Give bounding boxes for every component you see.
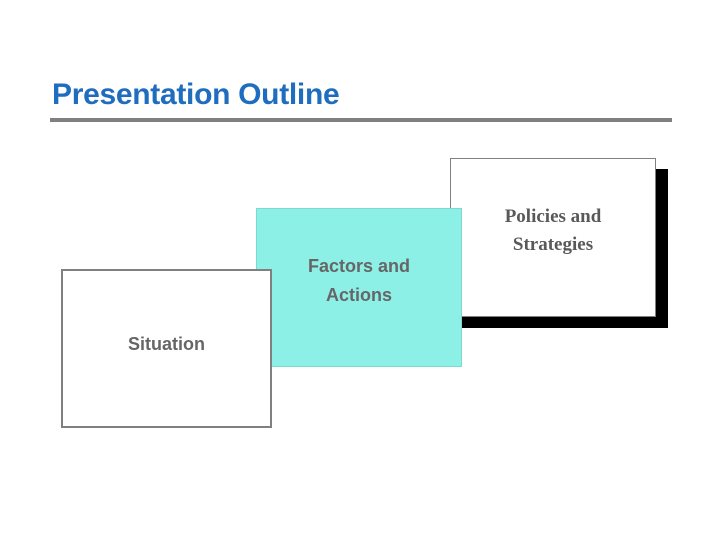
diagram-box-situation[interactable]: Situation (61, 269, 272, 428)
diagram-box-label: Factors and Actions (307, 255, 411, 305)
diagram-box-factors-and-actions[interactable]: Factors and Actions (256, 208, 462, 367)
slide-title-block: Presentation Outline (50, 76, 672, 122)
diagram-box-label: Policies and Strategies (504, 205, 602, 255)
page-title: Presentation Outline (52, 78, 340, 111)
title-divider (50, 118, 672, 122)
diagram-box-policies-and-strategies[interactable]: Policies and Strategies (450, 158, 656, 317)
diagram-box-label: Situation (128, 333, 205, 354)
